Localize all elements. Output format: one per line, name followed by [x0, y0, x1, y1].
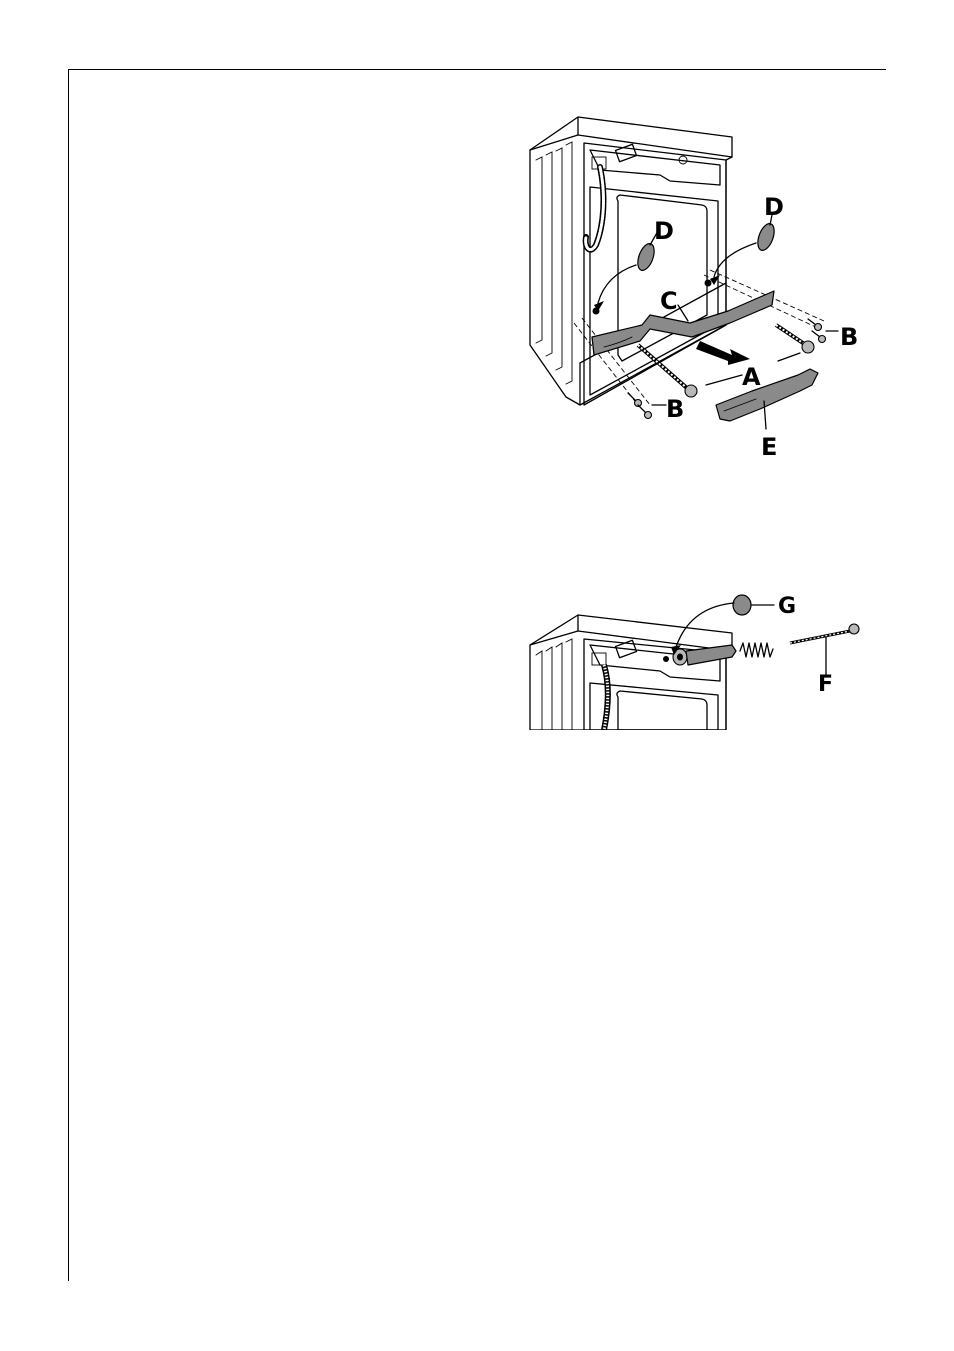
callout-c: C — [660, 287, 678, 315]
callout-d-right: D — [764, 193, 784, 221]
page-top-rule — [68, 69, 886, 70]
callout-b-right: B — [840, 323, 858, 351]
transit-bolt-removal-figure: D D C B A B E — [520, 105, 870, 470]
transit-bolt-removal-diagram: D D C B A B E — [520, 105, 870, 470]
plug-fitting-diagram: G F — [520, 585, 870, 730]
callout-g: G — [778, 594, 796, 619]
callout-b-bottom: B — [666, 395, 684, 423]
callout-a: A — [742, 363, 761, 391]
spring — [740, 643, 773, 657]
page-left-rule — [68, 69, 69, 1281]
washing-machine-cabinet-partial — [530, 615, 732, 730]
callout-e: E — [761, 433, 777, 461]
removal-arrow — [696, 341, 750, 365]
callout-d-left: D — [654, 217, 674, 245]
plug-fitting-figure: G F — [520, 585, 870, 730]
long-bolt — [790, 624, 859, 677]
washing-machine-cabinet — [530, 117, 732, 405]
callout-f: F — [818, 672, 833, 697]
